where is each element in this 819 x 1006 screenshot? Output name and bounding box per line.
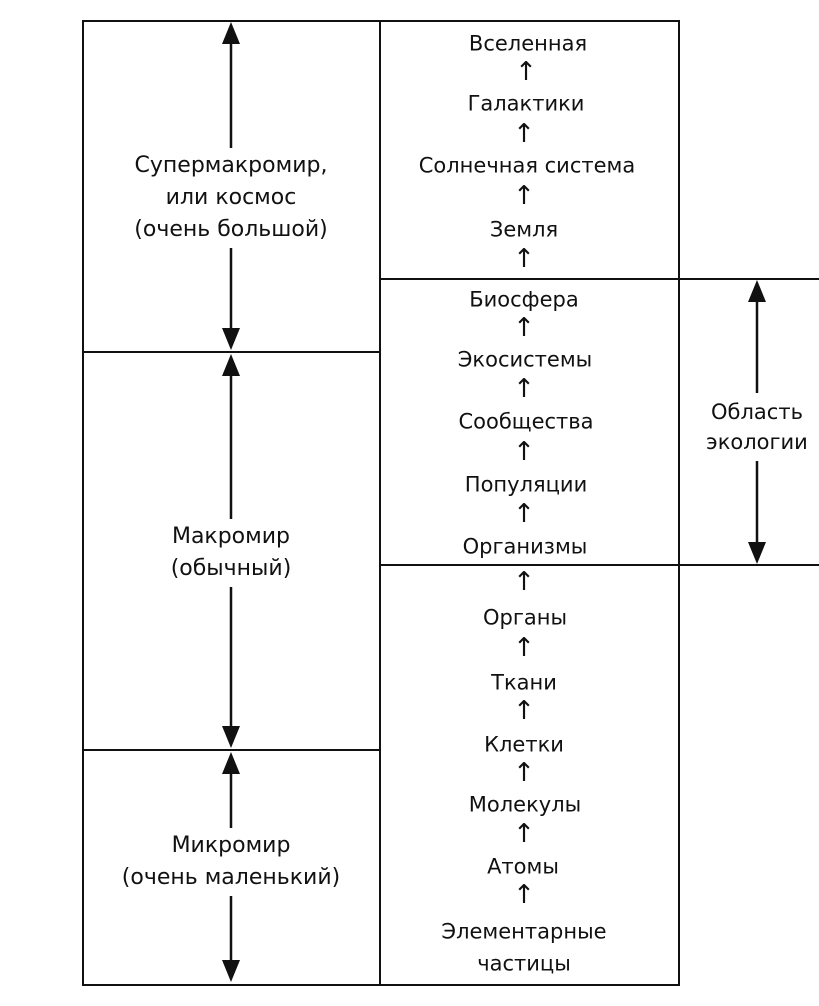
- level-biosphere: Биосфера: [469, 287, 579, 312]
- up-arrow-icon: ↑: [513, 567, 535, 597]
- world-line: или космос: [165, 185, 297, 210]
- ecology-region-label: Область экологии: [704, 393, 810, 461]
- world-line: (очень маленький): [121, 865, 341, 890]
- level-universe: Вселенная: [468, 31, 588, 56]
- level-solar-system: Солнечная система: [418, 153, 636, 178]
- up-arrow-icon: ↑: [513, 313, 535, 343]
- up-arrow-icon: ↑: [513, 499, 535, 529]
- up-arrow-icon: ↑: [513, 437, 535, 467]
- level-cells: Клетки: [484, 732, 564, 757]
- world-line: Микромир: [171, 833, 291, 858]
- world-label-micro: Микромир (очень маленький): [117, 828, 345, 896]
- level-galaxies: Галактики: [467, 91, 585, 116]
- ecology-line: Область: [711, 400, 803, 424]
- level-elementary: Элементарные: [441, 919, 607, 944]
- up-arrow-icon: ↑: [513, 374, 535, 404]
- up-arrow-icon: ↑: [513, 119, 535, 149]
- ecology-line: экологии: [706, 430, 808, 454]
- level-earth: Земля: [489, 217, 559, 242]
- up-arrow-icon: ↑: [513, 880, 535, 910]
- level-atoms: Атомы: [487, 854, 559, 879]
- up-arrow-icon: ↑: [513, 758, 535, 788]
- world-line: Супермакромир,: [134, 153, 328, 178]
- level-molecules: Молекулы: [468, 792, 582, 817]
- world-label-super: Супермакромир, или космос (очень большой…: [130, 148, 332, 248]
- world-line: (очень большой): [134, 217, 328, 242]
- world-line: Макромир: [171, 524, 291, 549]
- level-communities: Сообщества: [458, 409, 594, 434]
- level-organisms: Организмы: [462, 534, 588, 559]
- level-organs: Органы: [482, 605, 568, 630]
- world-line: (обычный): [170, 556, 292, 581]
- level-ecosystems: Экосистемы: [457, 347, 593, 372]
- level-particles: частицы: [477, 951, 571, 976]
- up-arrow-icon: ↑: [513, 244, 535, 274]
- up-arrow-icon: ↑: [513, 633, 535, 663]
- up-arrow-icon: ↑: [513, 696, 535, 726]
- up-arrow-icon: ↑: [515, 57, 537, 87]
- up-arrow-icon: ↑: [513, 819, 535, 849]
- level-populations: Популяции: [464, 472, 588, 497]
- up-arrow-icon: ↑: [513, 181, 535, 211]
- level-tissues: Ткани: [491, 670, 557, 695]
- world-label-macro: Макромир (обычный): [166, 519, 296, 587]
